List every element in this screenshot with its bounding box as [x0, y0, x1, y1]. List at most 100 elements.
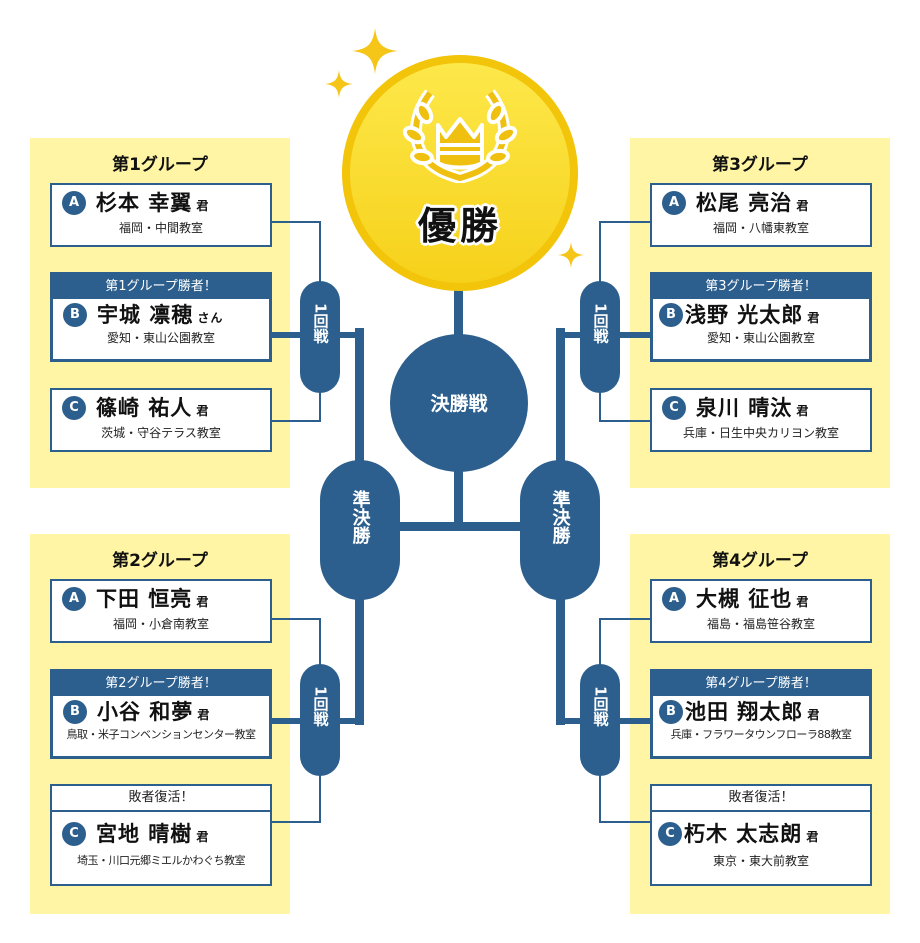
group-title: 第4グループ — [712, 551, 808, 571]
honorific: 君 — [807, 708, 821, 722]
school-name: 兵庫・フラワータウンフローラ88教室 — [670, 728, 852, 741]
honorific: 君 — [807, 311, 821, 325]
player-card-c[interactable]: C 泉川 晴汰君 兵庫・日生中央カリヨン教室 — [650, 388, 872, 452]
player-name: 大槻 征也 — [696, 587, 793, 611]
player-card-b-winner[interactable]: 第1グループ勝者！ B 宇城 凛穂さん 愛知・東山公園教室 — [50, 272, 272, 362]
group-panel-4: 第4グループ A 大槻 征也君 福島・福島笹谷教室 第4グループ勝者！ B 池田… — [630, 534, 890, 914]
bracket-line — [599, 772, 601, 823]
champion-medal: 優勝 — [342, 55, 578, 291]
player-card-b-winner[interactable]: 第3グループ勝者！ B 浅野 光太郎君 愛知・東山公園教室 — [650, 272, 872, 362]
badge-icon: B — [659, 700, 683, 724]
bracket-line — [319, 385, 321, 422]
badge-icon: B — [659, 303, 683, 327]
winner-banner: 第2グループ勝者！ — [53, 672, 269, 696]
player-name: 小谷 和夢 — [97, 700, 194, 724]
player-card-a[interactable]: A 大槻 征也君 福島・福島笹谷教室 — [650, 579, 872, 643]
final-match: 決勝戦 — [390, 334, 528, 472]
badge-icon: A — [62, 191, 86, 215]
semifinal-label: 準決勝 — [549, 490, 571, 544]
badge-icon: B — [63, 303, 87, 327]
sparkle-icon — [558, 242, 584, 268]
badge-icon: A — [62, 587, 86, 611]
honorific: 君 — [196, 199, 210, 213]
first-round-label: 1回戦 — [591, 686, 610, 727]
bracket-line — [319, 618, 321, 666]
bracket-line — [599, 221, 601, 283]
school-name: 愛知・東山公園教室 — [706, 331, 815, 345]
bracket-line — [556, 328, 565, 468]
bracket-line — [270, 618, 320, 620]
badge-icon: C — [658, 822, 682, 846]
player-card-c[interactable]: C 篠崎 祐人君 茨城・守谷テラス教室 — [50, 388, 272, 452]
bracket-line — [390, 522, 530, 531]
final-label: 決勝戦 — [430, 393, 488, 415]
player-name: 杉本 幸翼 — [96, 191, 193, 215]
bracket-line — [600, 618, 650, 620]
player-name: 泉川 晴汰 — [696, 396, 793, 420]
school-name: 愛知・東山公園教室 — [106, 331, 215, 345]
player-card-c-revival[interactable]: 敗者復活！ C 朽木 太志朗君 東京・東大前教室 — [650, 784, 872, 886]
honorific: 君 — [197, 708, 211, 722]
badge-icon: A — [662, 191, 686, 215]
player-name: 宇城 凛穂 — [97, 303, 194, 327]
bracket-line — [600, 221, 650, 223]
group-title: 第3グループ — [712, 155, 808, 175]
bracket-line — [454, 280, 463, 340]
player-card-a[interactable]: A 松尾 亮治君 福岡・八幡東教室 — [650, 183, 872, 247]
bracket-line — [319, 772, 321, 823]
first-round-label: 1回戦 — [311, 686, 330, 727]
first-round-pill-g3: 1回戦 — [580, 281, 620, 393]
player-name: 下田 恒亮 — [96, 587, 193, 611]
bracket-line — [270, 221, 320, 223]
honorific: 君 — [806, 830, 820, 844]
champion-label: 優勝 — [417, 204, 502, 248]
school-name: 鳥取・米子コンベンションセンター教室 — [66, 728, 257, 741]
player-card-a[interactable]: A 下田 恒亮君 福岡・小倉南教室 — [50, 579, 272, 643]
bracket-line — [556, 590, 565, 725]
school-name: 福岡・小倉南教室 — [112, 617, 209, 631]
honorific: 君 — [196, 830, 210, 844]
bracket-line — [355, 590, 364, 725]
sparkle-icon — [352, 28, 398, 74]
honorific: 君 — [196, 595, 210, 609]
bracket-line — [270, 420, 320, 422]
player-card-b-winner[interactable]: 第4グループ勝者！ B 池田 翔太郎君 兵庫・フラワータウンフローラ88教室 — [650, 669, 872, 759]
winner-banner: 第4グループ勝者！ — [653, 672, 869, 696]
crown-laurel-icon — [402, 89, 518, 183]
player-card-a[interactable]: A 杉本 幸翼君 福岡・中間教室 — [50, 183, 272, 247]
group-title: 第1グループ — [112, 155, 208, 175]
honorific: 君 — [796, 199, 810, 213]
honorific: 君 — [796, 404, 810, 418]
school-name: 兵庫・日生中央カリヨン教室 — [682, 426, 839, 440]
school-name: 福岡・中間教室 — [118, 221, 203, 235]
group-title: 第2グループ — [112, 551, 208, 571]
player-name: 松尾 亮治 — [696, 191, 793, 215]
winner-banner: 第1グループ勝者！ — [53, 275, 269, 299]
badge-icon: C — [62, 822, 86, 846]
first-round-pill-g2: 1回戦 — [300, 664, 340, 776]
badge-icon: A — [662, 587, 686, 611]
honorific: 君 — [796, 595, 810, 609]
player-name: 篠崎 祐人 — [96, 396, 193, 420]
bracket-line — [600, 821, 650, 823]
group-panel-3: 第3グループ A 松尾 亮治君 福岡・八幡東教室 第3グループ勝者！ B 浅野 … — [630, 138, 890, 488]
semifinal-left: 準決勝 — [320, 460, 400, 600]
bracket-line — [319, 221, 321, 283]
bracket-line — [600, 420, 650, 422]
badge-icon: B — [63, 700, 87, 724]
group-panel-2: 第2グループ A 下田 恒亮君 福岡・小倉南教室 第2グループ勝者！ B 小谷 … — [30, 534, 290, 914]
winner-banner: 第3グループ勝者！ — [653, 275, 869, 299]
player-name: 池田 翔太郎 — [685, 700, 804, 724]
first-round-pill-g4: 1回戦 — [580, 664, 620, 776]
player-card-c-revival[interactable]: 敗者復活！ C 宮地 晴樹君 埼玉・川口元郷ミエルかわぐち教室 — [50, 784, 272, 886]
revival-banner: 敗者復活！ — [652, 786, 870, 812]
semifinal-label: 準決勝 — [349, 490, 371, 544]
group-panel-1: 第1グループ A 杉本 幸翼君 福岡・中間教室 第1グループ勝者！ B 宇城 凛… — [30, 138, 290, 488]
honorific: さん — [197, 311, 224, 325]
school-name: 福島・福島笹谷教室 — [706, 617, 815, 631]
first-round-label: 1回戦 — [591, 303, 610, 344]
player-card-b-winner[interactable]: 第2グループ勝者！ B 小谷 和夢君 鳥取・米子コンベンションセンター教室 — [50, 669, 272, 759]
school-name: 茨城・守谷テラス教室 — [101, 426, 221, 440]
bracket-line — [599, 385, 601, 422]
badge-icon: C — [662, 396, 686, 420]
